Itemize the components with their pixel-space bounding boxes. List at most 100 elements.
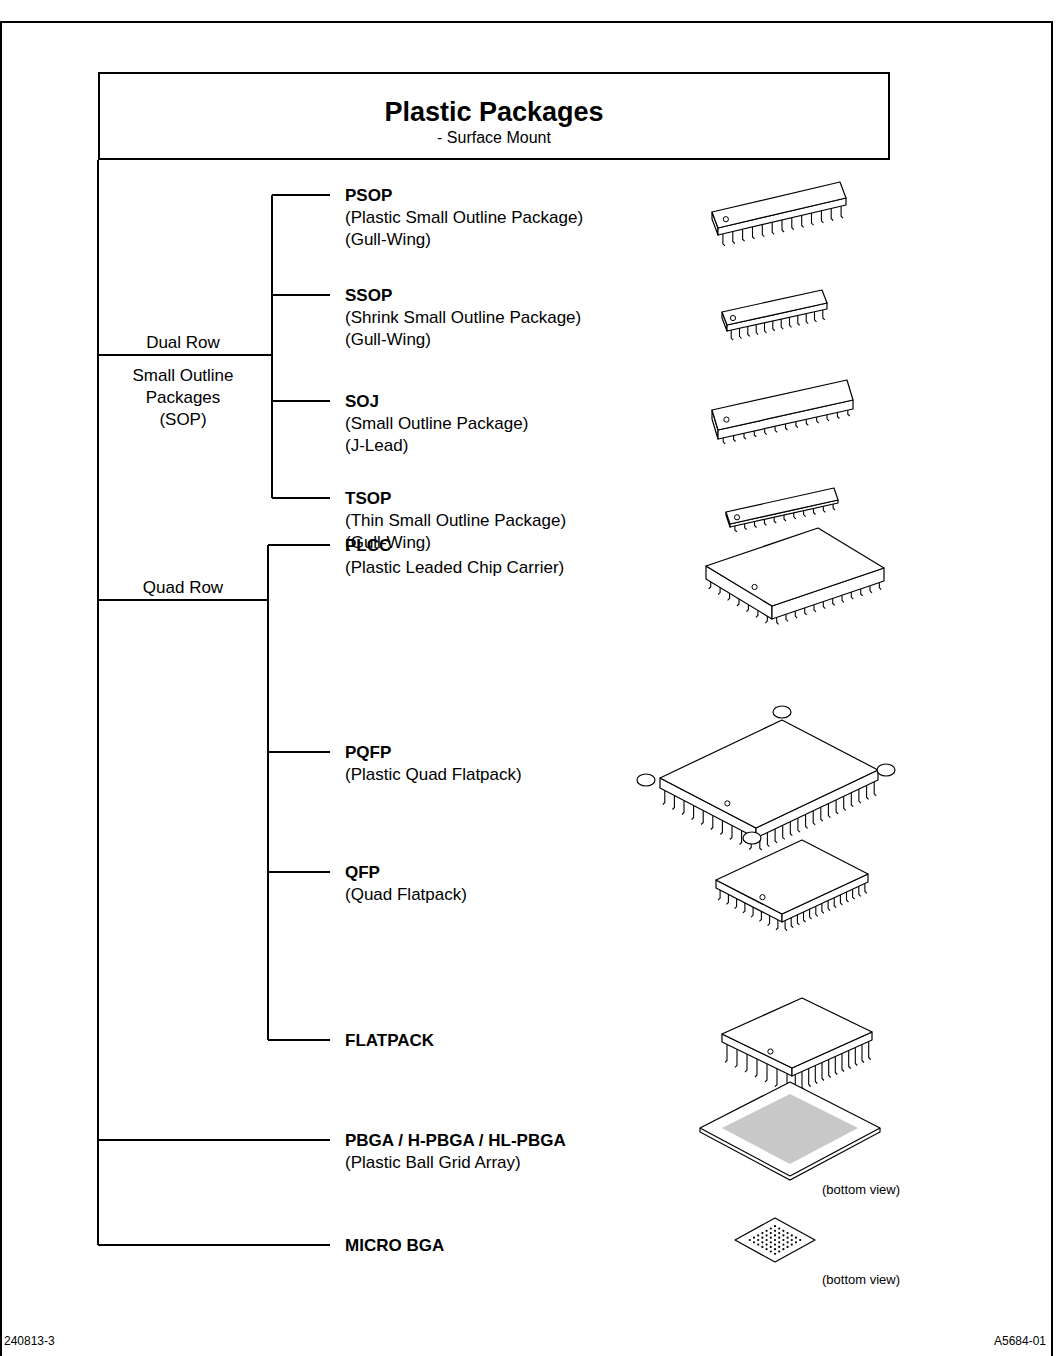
lead [772, 222, 774, 234]
lead [795, 611, 797, 618]
lead [862, 1045, 864, 1063]
page-frame [1, 22, 1052, 1356]
branch-line [98, 599, 268, 601]
lead [754, 431, 756, 437]
lead [798, 315, 800, 325]
figure-number: A5684-01 [994, 1334, 1046, 1349]
branch-line [268, 1039, 330, 1041]
lead [855, 1048, 857, 1066]
lead [723, 438, 725, 444]
lead [815, 312, 817, 322]
lead [842, 1054, 844, 1072]
tsop-body-top [726, 488, 838, 524]
solder-ball [753, 1237, 755, 1239]
lead [879, 583, 881, 590]
frame [1, 22, 1052, 1356]
package-name: PLCC [345, 535, 391, 557]
branch-line [272, 400, 330, 402]
lead [847, 892, 849, 902]
psop-body-top [712, 182, 846, 228]
pin1-dot [752, 584, 757, 589]
solder-ball [795, 1237, 797, 1239]
package-name: PSOP [345, 185, 392, 207]
lead [756, 610, 758, 617]
solder-ball [753, 1241, 755, 1243]
package-desc: (Small Outline Package) [345, 413, 528, 435]
branch-line [98, 1244, 330, 1246]
lead [718, 588, 720, 595]
solder-ball [757, 1239, 759, 1241]
lead [731, 330, 733, 340]
lead [765, 616, 767, 623]
lead [836, 800, 838, 814]
lead [814, 605, 816, 612]
package-name: SSOP [345, 285, 392, 307]
solder-ball [770, 1241, 772, 1243]
pin1-dot [723, 217, 728, 222]
solder-ball [791, 1239, 793, 1241]
lead [751, 907, 753, 917]
lead [711, 816, 713, 830]
package-desc: (Quad Flatpack) [345, 884, 467, 906]
group-label: Quad Row [113, 577, 253, 599]
solder-ball [787, 1241, 789, 1243]
lead [672, 796, 674, 810]
lead [806, 314, 808, 324]
plcc-body-top [706, 528, 884, 606]
solder-ball [766, 1244, 768, 1246]
solder-ball [749, 1239, 751, 1241]
solder-ball [778, 1237, 780, 1239]
lead [848, 410, 850, 416]
lead [861, 589, 863, 596]
lead [735, 899, 737, 909]
lead [785, 921, 787, 931]
lead [745, 1054, 747, 1072]
lead [726, 894, 728, 904]
lead [756, 325, 758, 335]
lead [833, 598, 835, 605]
solder-ball [787, 1246, 789, 1248]
ball-area [722, 1094, 858, 1164]
lead [814, 509, 816, 515]
solder-ball [778, 1246, 780, 1248]
pin1-dot [760, 895, 765, 900]
title-box: Plastic Packages- Surface Mount [98, 72, 890, 160]
solder-ball [770, 1227, 772, 1229]
lead [853, 889, 855, 899]
title-text: Plastic Packages [100, 96, 888, 128]
figure-number: 240813-3 [4, 1334, 55, 1349]
subtitle-text: - Surface Mount [100, 128, 888, 148]
lead [781, 319, 783, 329]
lead [768, 916, 770, 926]
lead [817, 417, 819, 423]
lead [753, 227, 755, 239]
branch-line [267, 545, 269, 1040]
solder-ball [787, 1232, 789, 1234]
solder-ball [778, 1232, 780, 1234]
lead [806, 419, 808, 425]
lead [870, 586, 872, 593]
package-name: FLATPACK [345, 1030, 434, 1052]
lead [692, 806, 694, 820]
lead [764, 519, 766, 525]
solder-ball [778, 1241, 780, 1243]
pin1-dot [734, 515, 739, 520]
lead [730, 826, 732, 840]
pqfp-body-top [660, 720, 878, 828]
lead [755, 522, 757, 528]
solder-ball [774, 1244, 776, 1246]
lead [834, 898, 836, 908]
solder-ball [774, 1253, 776, 1255]
lead-type: (J-Lead) [345, 435, 408, 457]
lead [745, 524, 747, 530]
package-name: SOJ [345, 391, 379, 413]
package-name: PQFP [345, 742, 391, 764]
solder-ball [774, 1230, 776, 1232]
corner-bumper [877, 764, 895, 776]
lead [815, 1066, 817, 1084]
solder-ball [766, 1234, 768, 1236]
lead [802, 1072, 804, 1090]
lead [828, 804, 830, 818]
lead [734, 436, 736, 442]
solder-ball [774, 1234, 776, 1236]
